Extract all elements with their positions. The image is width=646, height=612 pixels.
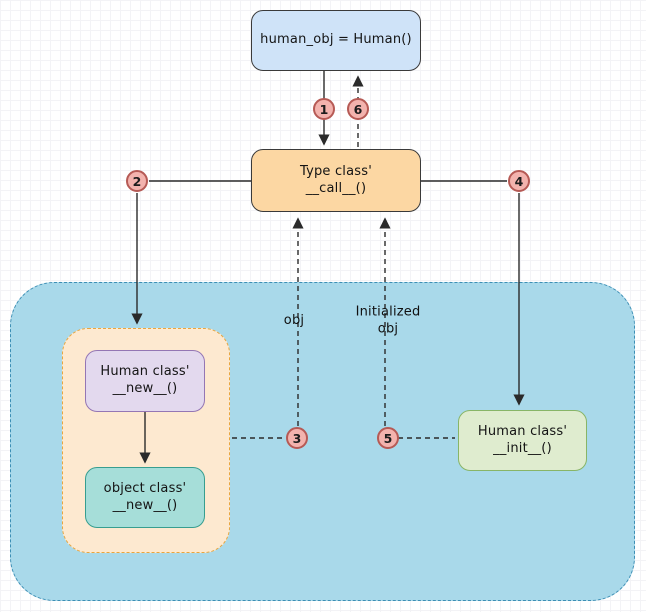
label-initialized-obj-line1: Initialized	[355, 304, 421, 320]
step-badge-1: 1	[313, 98, 335, 120]
node-human-new-line1: Human class'	[100, 364, 190, 380]
node-type-call-line1: Type class'	[299, 163, 373, 179]
node-object-new-line1: object class'	[103, 480, 187, 496]
label-obj: obj	[283, 312, 305, 328]
label-initialized-obj: Initialized obj	[356, 289, 421, 354]
step-badge-2-number: 2	[132, 173, 142, 189]
step-badge-5: 5	[377, 427, 399, 449]
node-human-init: Human class' __init__()	[458, 410, 587, 471]
label-initialized-obj-line2: obj	[377, 321, 399, 336]
step-badge-3-number: 3	[292, 430, 302, 446]
step-badge-4: 4	[508, 170, 530, 192]
node-type-call: Type class' __call__()	[251, 149, 421, 212]
node-human-obj-label: human_obj = Human()	[260, 32, 412, 48]
step-badge-5-number: 5	[383, 430, 393, 446]
step-badge-6: 6	[347, 98, 369, 120]
node-human-init-line1: Human class'	[477, 423, 568, 439]
node-type-call-line2: __call__()	[305, 180, 367, 196]
node-object-new: object class' __new__()	[85, 467, 205, 528]
node-human-init-line2: __init__()	[493, 440, 552, 456]
step-badge-4-number: 4	[514, 173, 524, 189]
node-object-new-line2: __new__()	[112, 497, 178, 513]
node-human-obj-assignment: human_obj = Human()	[251, 10, 421, 71]
node-human-new-line2: __new__()	[112, 381, 178, 396]
step-badge-1-number: 1	[319, 101, 329, 117]
step-badge-2: 2	[126, 170, 148, 192]
node-human-new: Human class' __new__()	[85, 350, 205, 412]
step-badge-6-number: 6	[353, 101, 363, 117]
step-badge-3: 3	[286, 427, 308, 449]
